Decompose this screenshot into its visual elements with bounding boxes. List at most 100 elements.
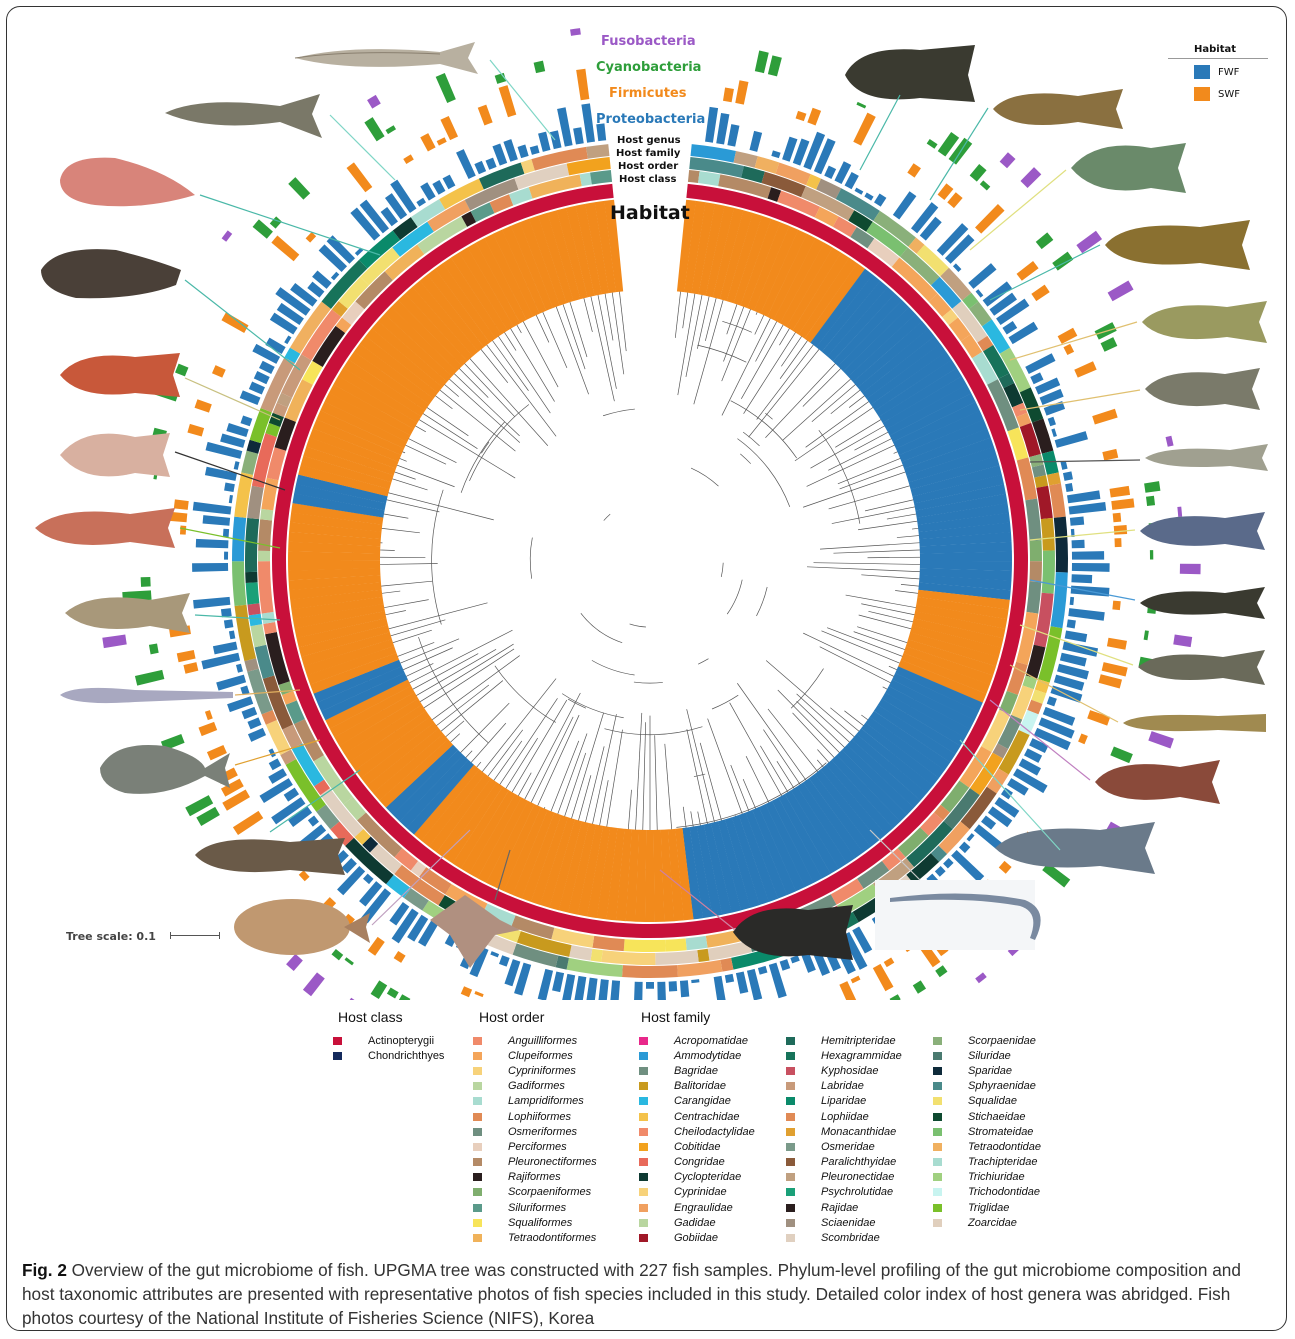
legend-swatch: [473, 1188, 482, 1196]
legend-item: Kyphosidae: [786, 1063, 902, 1078]
caption-label: Fig. 2: [22, 1260, 67, 1280]
legend-swatch: [933, 1052, 942, 1060]
legend-item: Scorpaenidae: [933, 1033, 1041, 1048]
legend-swatch: [786, 1188, 795, 1196]
legend-item: Engraulidae: [639, 1200, 755, 1215]
legend-label: Paralichthyidae: [821, 1156, 896, 1168]
legend-label: Cheilodactylidae: [674, 1126, 755, 1138]
legend-item: Gadiformes: [473, 1079, 597, 1094]
legend-item: Centrachidae: [639, 1109, 755, 1124]
legend-label: Scombridae: [821, 1232, 880, 1244]
legend-item: Clupeiformes: [473, 1048, 597, 1063]
legend-label: Trichiuridae: [968, 1171, 1025, 1183]
legend-host-family-col1: AcropomatidaeAmmodytidaeBagridaeBalitori…: [639, 1033, 755, 1246]
legend-label: Centrachidae: [674, 1111, 739, 1123]
legend-swatch: [786, 1219, 795, 1227]
legend-host-class: ActinopterygiiChondrichthyes: [333, 1033, 444, 1063]
legend-item: Paralichthyidae: [786, 1155, 902, 1170]
legend-swatch: [639, 1082, 648, 1090]
legend-swatch: [639, 1037, 648, 1045]
legend-item: Chondrichthyes: [333, 1048, 444, 1063]
legend-label: Balitoridae: [674, 1080, 726, 1092]
legend-item: Sphyraenidae: [933, 1079, 1041, 1094]
legend-label: Chondrichthyes: [368, 1050, 444, 1062]
legend-swatch: [473, 1113, 482, 1121]
legend-label: Kyphosidae: [821, 1065, 879, 1077]
legend-swatch: [786, 1158, 795, 1166]
legend-item: Cyprinidae: [639, 1185, 755, 1200]
legend-swatch: [639, 1204, 648, 1212]
legend-swatch: [639, 1067, 648, 1075]
legend-title-host-family: Host family: [641, 1009, 710, 1025]
legend-swatch: [933, 1143, 942, 1151]
legend-item: Rajidae: [786, 1200, 902, 1215]
legend-label: Congridae: [674, 1156, 725, 1168]
legend-label: Lampridiformes: [508, 1095, 584, 1107]
legend-label: Tetraodontidae: [968, 1141, 1041, 1153]
legend-label: Ammodytidae: [674, 1050, 741, 1062]
legend-label: Actinopterygii: [368, 1035, 434, 1047]
legend-label: Clupeiformes: [508, 1050, 573, 1062]
legend-label: Gobiidae: [674, 1232, 718, 1244]
legend-swatch: [473, 1158, 482, 1166]
legend-label: Lophiiformes: [508, 1111, 571, 1123]
legend-item: Carangidae: [639, 1094, 755, 1109]
legend-label: Hemitripteridae: [821, 1035, 896, 1047]
legend-item: Zoarcidae: [933, 1215, 1041, 1230]
legend-swatch: [786, 1067, 795, 1075]
legend-label: Rajiformes: [508, 1171, 561, 1183]
legend-item: Cypriniformes: [473, 1063, 597, 1078]
legend-item: Trichodontidae: [933, 1185, 1041, 1200]
legend-swatch: [933, 1173, 942, 1181]
legend-label: Lophiidae: [821, 1111, 869, 1123]
legend-swatch: [473, 1067, 482, 1075]
legend-item: Congridae: [639, 1155, 755, 1170]
legend-item: Rajiformes: [473, 1170, 597, 1185]
legend-item: Gadidae: [639, 1215, 755, 1230]
legend-title-host-class: Host class: [338, 1009, 403, 1025]
legend-swatch: [639, 1113, 648, 1121]
legend-item: Liparidae: [786, 1094, 902, 1109]
legend-swatch: [639, 1173, 648, 1181]
legend-label: Sparidae: [968, 1065, 1012, 1077]
legend-label: Hexagrammidae: [821, 1050, 902, 1062]
legend-swatch: [473, 1128, 482, 1136]
legend-swatch: [473, 1037, 482, 1045]
legend-swatch: [639, 1158, 648, 1166]
legend-swatch: [639, 1234, 648, 1242]
legend-label: Siluridae: [968, 1050, 1011, 1062]
legend-label: Pleuronectiformes: [508, 1156, 597, 1168]
legend-swatch: [639, 1128, 648, 1136]
legend-swatch: [639, 1097, 648, 1105]
legend-label: Monacanthidae: [821, 1126, 896, 1138]
legend-label: Cyprinidae: [674, 1186, 727, 1198]
legend-item: Scorpaeniformes: [473, 1185, 597, 1200]
legend-item: Scombridae: [786, 1230, 902, 1245]
legend-swatch: [933, 1188, 942, 1196]
legend-label: Osmeridae: [821, 1141, 875, 1153]
legend-item: Trachipteridae: [933, 1155, 1041, 1170]
legend-item: Hemitripteridae: [786, 1033, 902, 1048]
legend-swatch: [473, 1143, 482, 1151]
legend-item: Ammodytidae: [639, 1048, 755, 1063]
legend-label: Triglidae: [968, 1202, 1009, 1214]
legend-item: Lophiidae: [786, 1109, 902, 1124]
legend-item: Stichaeidae: [933, 1109, 1041, 1124]
legend-item: Anguilliformes: [473, 1033, 597, 1048]
legend-swatch: [786, 1097, 795, 1105]
legend-host-family-col2: HemitripteridaeHexagrammidaeKyphosidaeLa…: [786, 1033, 902, 1246]
legend-label: Engraulidae: [674, 1202, 733, 1214]
legend-swatch: [786, 1082, 795, 1090]
legend-item: Acropomatidae: [639, 1033, 755, 1048]
legend-swatch: [473, 1052, 482, 1060]
figure-caption: Fig. 2 Overview of the gut microbiome of…: [22, 1258, 1272, 1330]
legend-item: Labridae: [786, 1079, 902, 1094]
legend-swatch: [786, 1128, 795, 1136]
legend-item: Osmeridae: [786, 1139, 902, 1154]
legend-item: Balitoridae: [639, 1079, 755, 1094]
legend-swatch: [786, 1234, 795, 1242]
legend-swatch: [786, 1037, 795, 1045]
legend-item: Siluriformes: [473, 1200, 597, 1215]
legend-item: Osmeriformes: [473, 1124, 597, 1139]
legend-label: Cobitidae: [674, 1141, 720, 1153]
